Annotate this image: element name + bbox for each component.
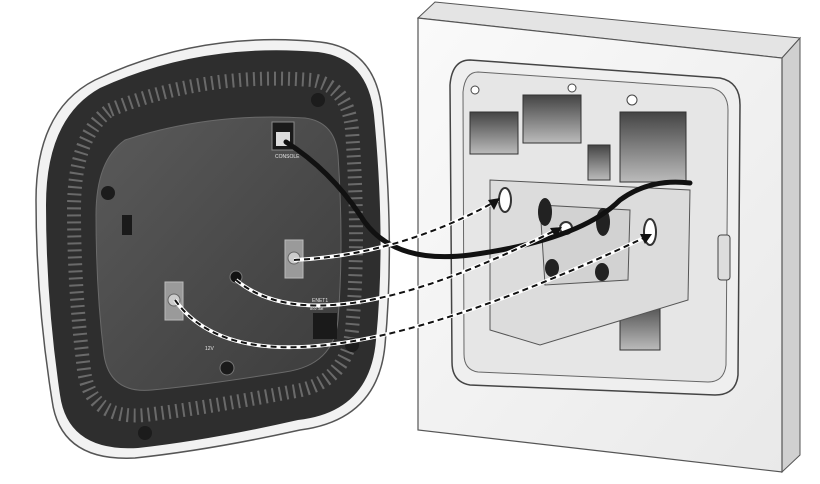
power-label: 12V <box>205 346 215 352</box>
enet1-port: ENET1 802.3at <box>310 298 337 339</box>
bracket-opening <box>469 111 519 155</box>
enet1-label: ENET1 <box>312 298 328 304</box>
access-point-device: CONSOLE ENET1 802.3at 12V <box>35 38 391 459</box>
enet1-sublabel: 802.3at <box>310 306 324 311</box>
screw-hole <box>138 426 152 440</box>
bracket-latch <box>717 234 731 281</box>
arrowhead-icon <box>550 227 562 238</box>
guide-arrow <box>234 226 561 308</box>
alignment-arrows <box>173 198 652 350</box>
kensington-lock-slot <box>122 215 132 235</box>
bracket-opening <box>619 111 687 183</box>
screw-hole <box>101 186 115 200</box>
console-label: CONSOLE <box>275 154 300 160</box>
console-cable <box>283 139 693 260</box>
bracket-opening <box>522 94 582 144</box>
mounting-bracket <box>449 59 741 396</box>
arrowhead-icon <box>640 234 652 244</box>
screw-hole <box>311 93 325 107</box>
bracket-opening <box>587 144 611 181</box>
arrowhead-icon <box>488 198 500 210</box>
power-port: 12V <box>205 346 235 376</box>
